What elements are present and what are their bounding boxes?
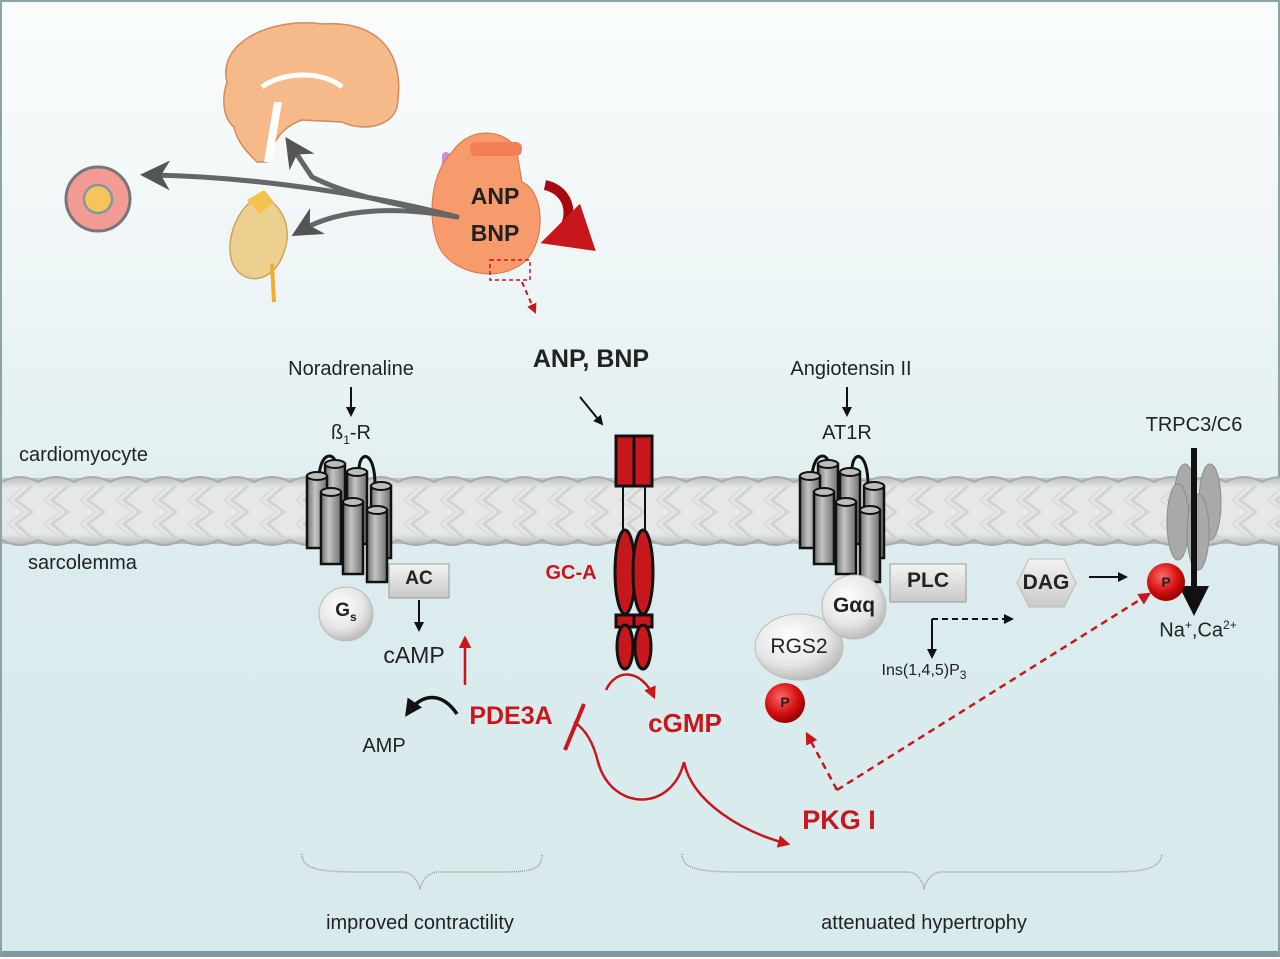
helix-5 — [319, 490, 343, 566]
rgs2-label: RGS2 — [770, 635, 828, 658]
helix-cap-6 — [342, 497, 364, 507]
camp-label: cAMP — [383, 642, 445, 668]
helix-cap-5 — [813, 487, 835, 497]
ac-box — [388, 563, 450, 599]
vessel-icon — [64, 165, 132, 233]
pde3a-label: PDE3A — [469, 702, 553, 730]
helix-cap-1 — [817, 459, 839, 469]
phospho-trpc-label: P — [1161, 574, 1171, 590]
helix-cap-7 — [859, 505, 881, 515]
beta1-receptor-label: ß1-R — [330, 422, 372, 447]
brace-left — [301, 853, 543, 891]
plc-box — [889, 563, 967, 603]
helix-cap-3 — [839, 467, 861, 477]
at1r-receptor — [798, 454, 886, 584]
beta1-receptor — [305, 454, 393, 584]
gs-sphere — [318, 586, 374, 642]
heart-anp-label: ANP — [470, 183, 520, 209]
heart-bnp-label: BNP — [470, 220, 520, 246]
helix-cap-4 — [370, 481, 392, 491]
helix-7 — [365, 508, 389, 584]
sarcolemma-label: sarcolemma — [28, 552, 137, 574]
phospho-rgs2 — [765, 683, 805, 723]
phospho-trpc — [1147, 563, 1185, 601]
anp-bnp-label: ANP, BNP — [532, 345, 650, 373]
heart-icon — [431, 132, 541, 281]
brace-right — [681, 853, 1163, 891]
trpc-channel — [1166, 463, 1222, 571]
helix-5 — [812, 490, 836, 566]
cardiomyocyte-label: cardiomyocyte — [19, 444, 148, 466]
dag-label: DAG — [1022, 571, 1070, 594]
helix-cap-2 — [799, 471, 821, 481]
gaq-sphere — [821, 574, 887, 640]
rgs2-sphere — [754, 613, 844, 681]
helix-cap-2 — [306, 471, 328, 481]
zoom-dashed-arrow — [521, 281, 537, 314]
autocrine-arrow — [540, 180, 596, 252]
cgmp-label: cGMP — [648, 708, 722, 738]
plc-label: PLC — [907, 569, 949, 592]
gca-label: GC-A — [545, 562, 597, 584]
at1r-label: AT1R — [822, 422, 872, 444]
gaq-label: Gαq — [832, 594, 876, 617]
helix-cap-3 — [346, 467, 368, 477]
helix-cap-1 — [324, 459, 346, 469]
ip3-label: Ins(1,4,5)P3 — [881, 662, 967, 683]
helix-cap-6 — [835, 497, 857, 507]
ions-label: Na+,Ca2+ — [1159, 618, 1237, 642]
pde3a-amp-arrow — [405, 695, 459, 717]
noradrenaline-label: Noradrenaline — [288, 358, 414, 380]
helix-6 — [834, 500, 858, 576]
helix-6 — [341, 500, 365, 576]
gs-label: Gs — [335, 600, 357, 624]
dag-hexagon — [1016, 558, 1077, 608]
membrane-bilayer — [2, 476, 1280, 546]
angiotensin-label: Angiotensin II — [790, 358, 912, 380]
helix-cap-7 — [366, 505, 388, 515]
helix-cap-4 — [863, 481, 885, 491]
helix-cap-5 — [320, 487, 342, 497]
secretion-arrows — [140, 137, 460, 236]
outcome-contractility: improved contractility — [326, 912, 514, 934]
outcome-hypertrophy: attenuated hypertrophy — [821, 912, 1027, 934]
pkg1-label: PKG I — [802, 805, 876, 835]
ac-label: AC — [405, 568, 433, 589]
phospho-rgs2-label: P — [780, 694, 790, 710]
helix-7 — [858, 508, 882, 584]
trpc-label: TRPC3/C6 — [1145, 414, 1243, 436]
amp-label: AMP — [362, 735, 406, 757]
brain-icon — [223, 22, 400, 163]
red-signal-arrows — [458, 592, 1152, 848]
ligand-arrows — [346, 387, 1128, 659]
gca-receptor — [613, 434, 655, 671]
kidney-icon — [229, 190, 288, 303]
